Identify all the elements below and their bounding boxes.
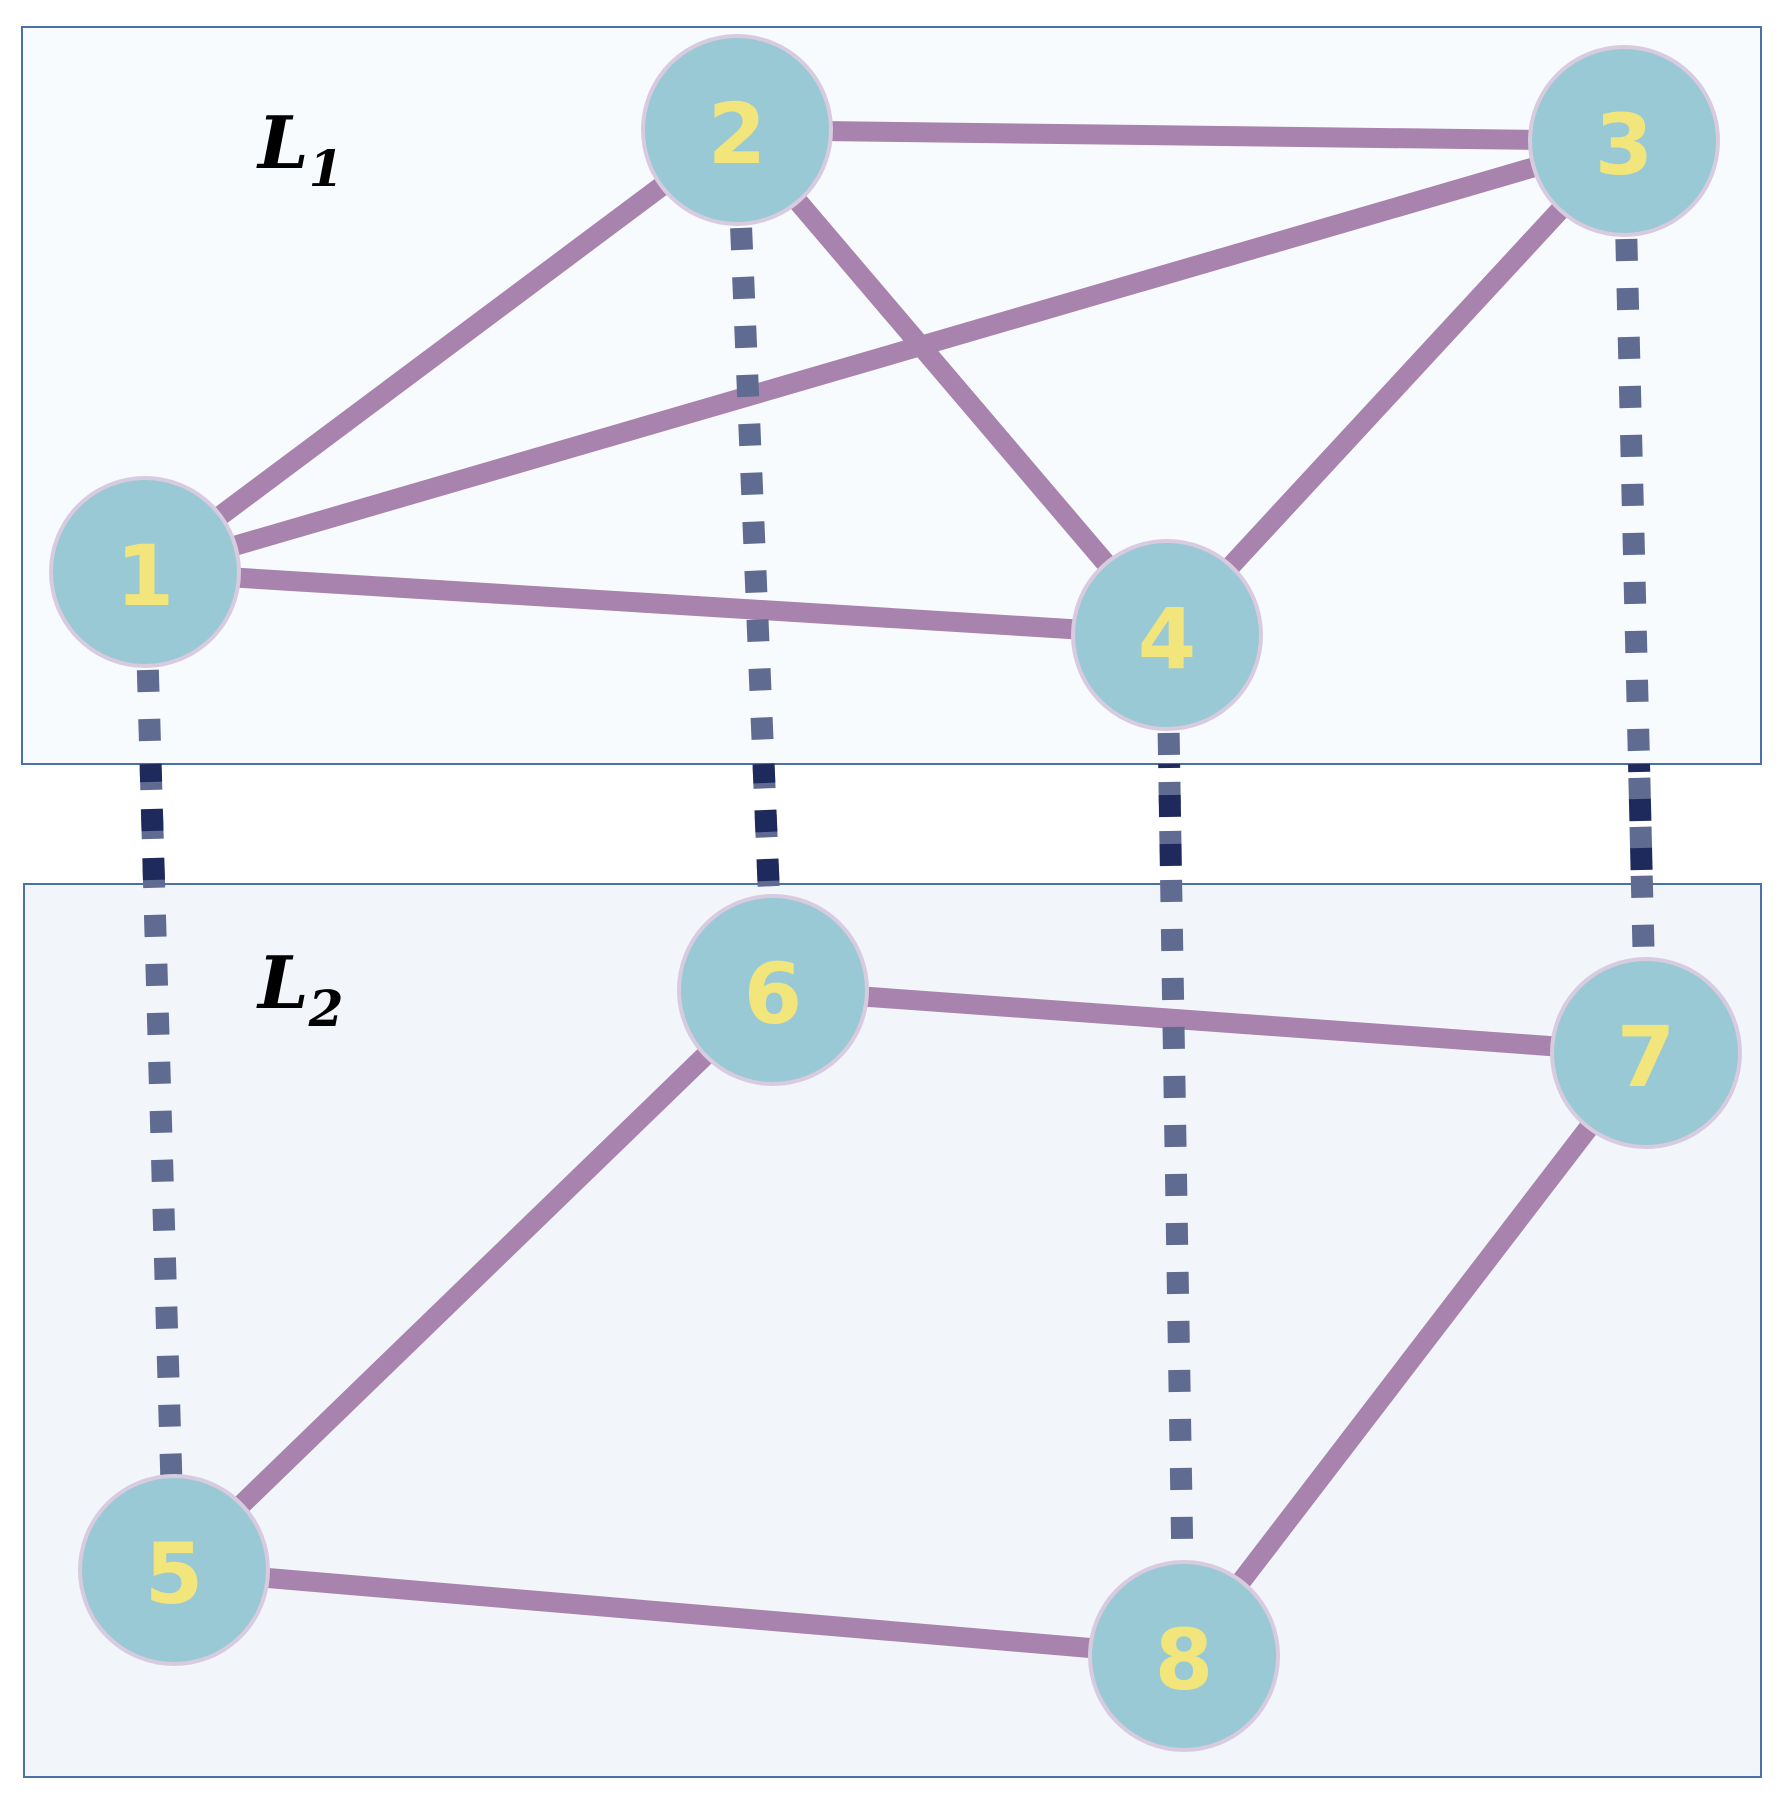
network-nodes: 1 2 3 4 5 6 7 8 bbox=[49, 34, 1742, 1752]
node-1-label: 1 bbox=[116, 527, 174, 625]
interlayer-edge-4-8 bbox=[1156, 634, 1195, 1657]
interlayer-edge-1-5 bbox=[134, 571, 185, 1571]
edge-2-4 bbox=[729, 123, 1175, 642]
node-3: 3 bbox=[1528, 45, 1720, 237]
edge-5-8 bbox=[173, 1560, 1185, 1666]
node-1-circle bbox=[49, 476, 241, 668]
node-8: 8 bbox=[1088, 1560, 1280, 1752]
interlayer-edge-gap-1-5 bbox=[139, 763, 166, 885]
edge-1-3 bbox=[142, 131, 1627, 582]
layer-2-label-main: L bbox=[256, 940, 309, 1025]
layer-2-label: L2 bbox=[256, 940, 343, 1038]
node-8-circle bbox=[1088, 1560, 1280, 1752]
node-7-circle bbox=[1550, 957, 1742, 1149]
node-3-label: 3 bbox=[1595, 96, 1653, 194]
layer-1-label-subscript: 1 bbox=[309, 139, 344, 198]
node-2-label: 2 bbox=[708, 85, 766, 183]
edge-1-2 bbox=[139, 121, 743, 581]
interlayer-edge-3-7 bbox=[1613, 140, 1657, 1054]
node-6-circle bbox=[677, 894, 869, 1086]
node-4-label: 4 bbox=[1138, 590, 1196, 688]
node-5-circle bbox=[78, 1474, 270, 1666]
layer-1-label-main: L bbox=[256, 100, 309, 185]
edge-1-4 bbox=[144, 562, 1168, 645]
node-5: 5 bbox=[78, 1474, 270, 1666]
edge-2-3 bbox=[736, 120, 1625, 151]
intra-layer-edges bbox=[139, 120, 1654, 1666]
node-6-label: 6 bbox=[744, 945, 802, 1043]
node-3-circle bbox=[1528, 45, 1720, 237]
interlayer-edge-gap-3-7 bbox=[1628, 763, 1653, 885]
node-7-label: 7 bbox=[1617, 1008, 1675, 1106]
node-2: 2 bbox=[641, 34, 833, 226]
node-7: 7 bbox=[1550, 957, 1742, 1149]
interlayer-edge-gap-2-6 bbox=[752, 763, 780, 885]
layer-2-label-subscript: 2 bbox=[308, 979, 344, 1038]
edge-3-4 bbox=[1159, 134, 1632, 642]
node-4-circle bbox=[1071, 539, 1263, 731]
layer-1-label: L1 bbox=[256, 100, 343, 198]
node-1: 1 bbox=[49, 476, 241, 668]
node-8-label: 8 bbox=[1155, 1611, 1213, 1709]
interlayer-edge-gap-4-8 bbox=[1158, 763, 1183, 885]
node-5-label: 5 bbox=[145, 1525, 203, 1623]
node-4: 4 bbox=[1071, 539, 1263, 731]
edge-5-6 bbox=[167, 982, 780, 1578]
node-6: 6 bbox=[677, 894, 869, 1086]
layer-1-panel bbox=[21, 26, 1762, 765]
edge-7-8 bbox=[1176, 1046, 1654, 1663]
node-2-circle bbox=[641, 34, 833, 226]
inter-layer-edges bbox=[134, 129, 1657, 1657]
edge-6-7 bbox=[772, 980, 1647, 1063]
